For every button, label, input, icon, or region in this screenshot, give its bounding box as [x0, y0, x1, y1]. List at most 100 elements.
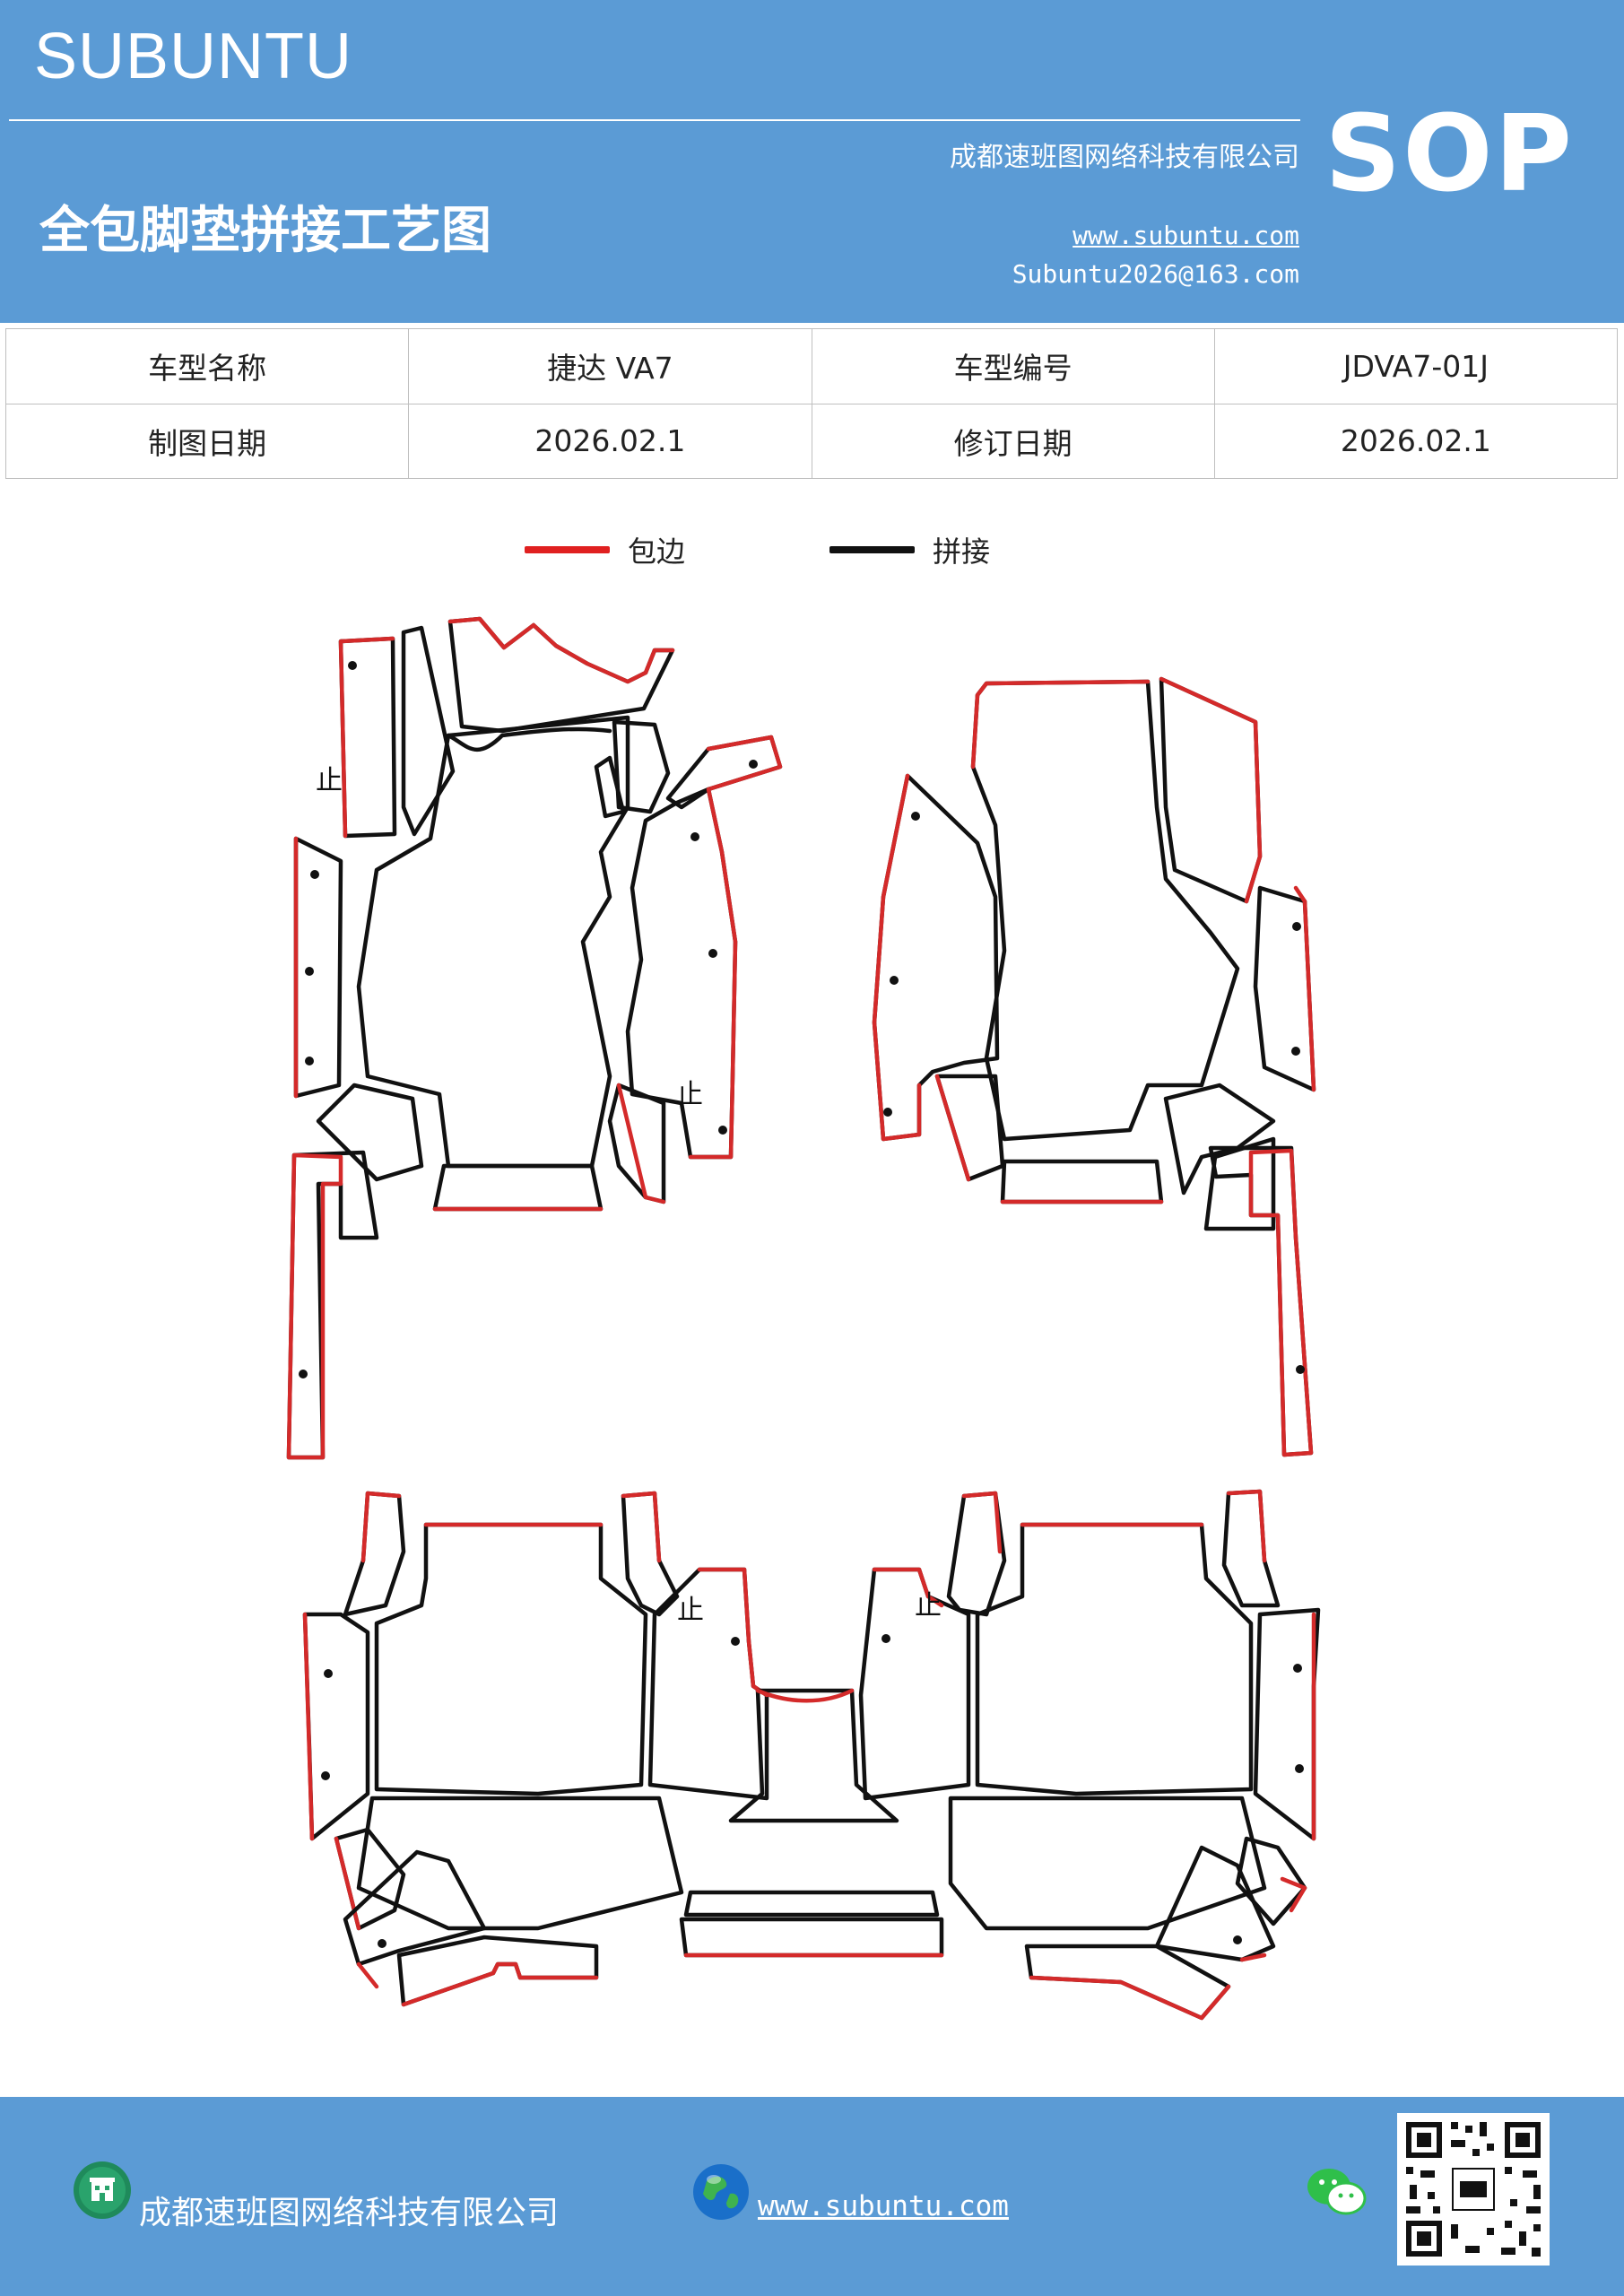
mat-piece	[970, 679, 1240, 1142]
footer-website-link[interactable]: www.subuntu.com	[758, 2190, 1009, 2222]
mat-piece	[1221, 1489, 1281, 1608]
edge-segment	[1226, 1489, 1267, 1563]
locating-dot	[299, 1370, 308, 1378]
locating-dot	[310, 870, 319, 879]
drawing-date-label: 制图日期	[4, 403, 410, 479]
locating-dot	[749, 760, 758, 769]
edge-segment	[621, 1491, 662, 1563]
locating-dot	[305, 1057, 314, 1065]
mat-piece	[1000, 1159, 1164, 1205]
wechat-icon[interactable]	[1305, 2164, 1368, 2220]
locating-dot	[348, 661, 357, 670]
edge-segment	[334, 1836, 361, 1931]
locating-dot	[324, 1669, 333, 1678]
edge-segment	[338, 636, 395, 839]
mat-piece	[872, 773, 1000, 1142]
mat-piece	[975, 1522, 1254, 1796]
front-right-mat	[872, 676, 1316, 1457]
mat-piece	[286, 1150, 379, 1460]
mat-piece	[612, 719, 671, 814]
mat-piece	[1235, 1836, 1307, 1926]
edge-segment	[286, 1152, 343, 1460]
mat-piece	[607, 1083, 666, 1205]
header-banner: SUBUNTU 成都速班图网络科技有限公司 SOP 全包脚垫拼接工艺图 www.…	[0, 0, 1624, 323]
mat-piece	[302, 1612, 370, 1841]
mat-piece	[647, 1567, 769, 1801]
legend: 包边 拼接	[0, 529, 1624, 574]
edge-segment	[1280, 1876, 1307, 1913]
edge-segment	[872, 773, 922, 1142]
vehicle-info-table: 车型名称 捷达 VA7 车型编号 JDVA7-01J 制图日期 2026.02.…	[4, 328, 1619, 479]
mat-piece	[728, 1688, 899, 1823]
stop-marker: 止	[677, 1595, 704, 1626]
locating-dot	[708, 949, 717, 958]
edge-segment	[872, 1567, 944, 1608]
mat-piece	[679, 1917, 944, 1958]
mat-piece	[683, 1890, 940, 1918]
mat-piece	[343, 1849, 487, 1967]
mat-piece	[343, 1491, 406, 1617]
mat-piece	[374, 1522, 648, 1796]
front-left-mat	[286, 616, 783, 1460]
edge-segment	[447, 616, 675, 684]
model-code-label: 车型编号	[811, 328, 1215, 404]
edge-segment	[1293, 885, 1316, 1092]
mat-piece	[948, 1796, 1267, 1931]
table-row: 车型名称 捷达 VA7 车型编号 JDVA7-01J	[4, 328, 1619, 404]
mat-piece	[293, 836, 343, 1099]
locating-dot	[1296, 1365, 1305, 1374]
model-code-value: JDVA7-01J	[1213, 328, 1619, 404]
stop-marker: 止	[676, 1079, 703, 1110]
mat-piece	[1159, 676, 1263, 904]
locating-dot	[911, 812, 920, 821]
edge-segment	[755, 1688, 855, 1703]
mat-piece	[1154, 1845, 1276, 1962]
rear-mat	[302, 1489, 1321, 2021]
locating-dots	[299, 661, 1305, 1948]
email-address: Subuntu2026@163.com	[1012, 259, 1299, 289]
legend-swatch-red	[525, 546, 610, 553]
edge-segment	[1248, 1148, 1314, 1457]
table-row: 制图日期 2026.02.1 修订日期 2026.02.1	[4, 403, 1619, 479]
website-link[interactable]: www.subuntu.com	[1073, 221, 1299, 250]
edge-segment	[961, 1491, 1003, 1554]
locating-dot	[1292, 922, 1301, 931]
inner-seam	[446, 726, 612, 752]
edge-segment	[688, 787, 738, 1160]
locating-dot	[305, 967, 314, 976]
building-icon	[74, 2161, 131, 2219]
mat-piece	[401, 625, 456, 837]
mat-piece	[1203, 1136, 1276, 1231]
header-divider	[9, 119, 1300, 121]
legend-label-seam: 拼接	[933, 535, 991, 569]
edge-segment	[706, 735, 783, 792]
edge-segment	[360, 1491, 402, 1563]
legend-item-edge: 包边	[525, 529, 685, 570]
mat-piece	[621, 1491, 680, 1617]
qr-code	[1397, 2113, 1550, 2266]
legend-swatch-black	[829, 546, 915, 553]
footer-company-name: 成都速班图网络科技有限公司	[139, 2195, 560, 2231]
edge-segment	[401, 1961, 599, 2007]
model-name-label: 车型名称	[4, 328, 410, 404]
locating-dot	[378, 1939, 386, 1948]
locating-dot	[718, 1126, 727, 1135]
legend-item-seam: 拼接	[829, 529, 990, 570]
stop-markers: 止 止 止 止	[316, 765, 942, 1626]
model-name-value: 捷达 VA7	[408, 328, 812, 404]
document-title: 全包脚垫拼接工艺图	[39, 202, 491, 260]
edge-segment	[934, 1074, 971, 1182]
floor-mat-diagram: 止 止 止 止	[286, 616, 1321, 2021]
edge-segment	[970, 679, 1151, 770]
mat-piece	[432, 1163, 604, 1212]
mat-piece	[1024, 1944, 1231, 2021]
legend-label-edge: 包边	[628, 535, 686, 569]
edge-segment	[1029, 1975, 1231, 2021]
stop-marker: 止	[915, 1590, 942, 1622]
locating-dot	[321, 1771, 330, 1780]
locating-dot	[890, 976, 899, 985]
mat-piece	[1253, 885, 1316, 1092]
edge-segment	[1159, 676, 1263, 904]
locating-dot	[1291, 1047, 1300, 1056]
revision-date-value: 2026.02.1	[1213, 403, 1619, 479]
